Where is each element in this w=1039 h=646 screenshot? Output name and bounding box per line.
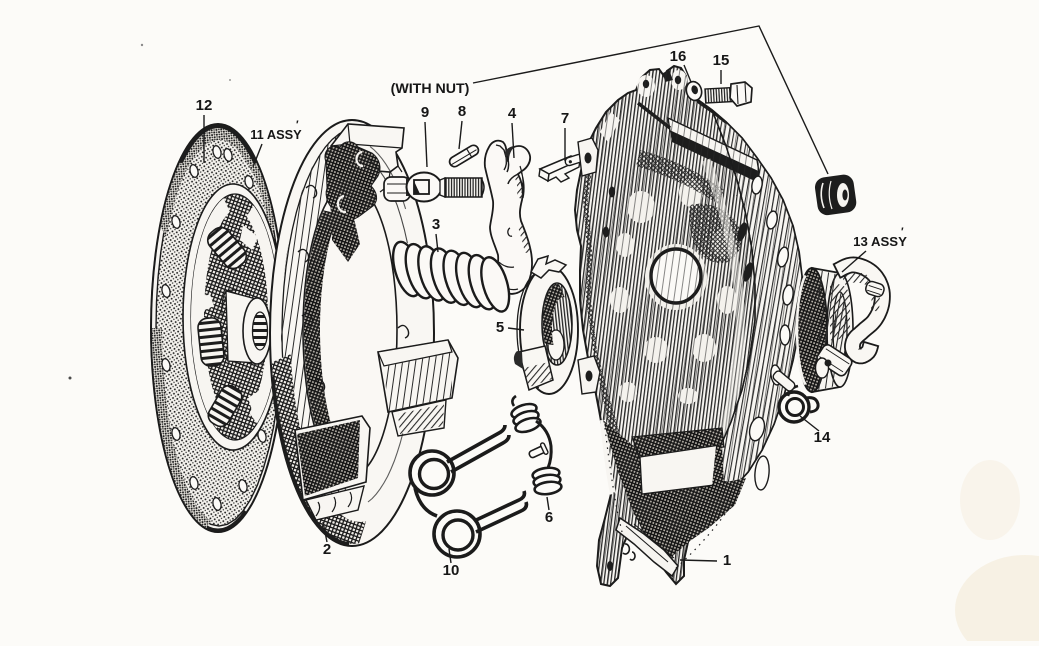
svg-text:(WITH NUT): (WITH NUT)	[391, 81, 470, 97]
svg-text:′: ′	[901, 226, 904, 238]
svg-text:13 ASSY: 13 ASSY	[853, 234, 907, 249]
svg-text:11 ASSY: 11 ASSY	[250, 127, 302, 142]
svg-text:5: 5	[496, 319, 504, 336]
svg-text:6: 6	[545, 509, 553, 526]
svg-text:4: 4	[508, 105, 517, 122]
svg-text:15: 15	[713, 52, 730, 69]
svg-text:3: 3	[432, 216, 440, 233]
svg-text:16: 16	[670, 48, 687, 65]
svg-text:14: 14	[814, 429, 831, 446]
svg-text:1: 1	[723, 552, 731, 569]
svg-text:7: 7	[561, 110, 569, 127]
svg-text:2: 2	[323, 541, 331, 558]
svg-text:9: 9	[421, 104, 429, 121]
svg-text:′: ′	[296, 119, 299, 131]
svg-text:12: 12	[196, 97, 213, 114]
svg-text:10: 10	[443, 562, 460, 579]
svg-text:8: 8	[458, 103, 466, 120]
